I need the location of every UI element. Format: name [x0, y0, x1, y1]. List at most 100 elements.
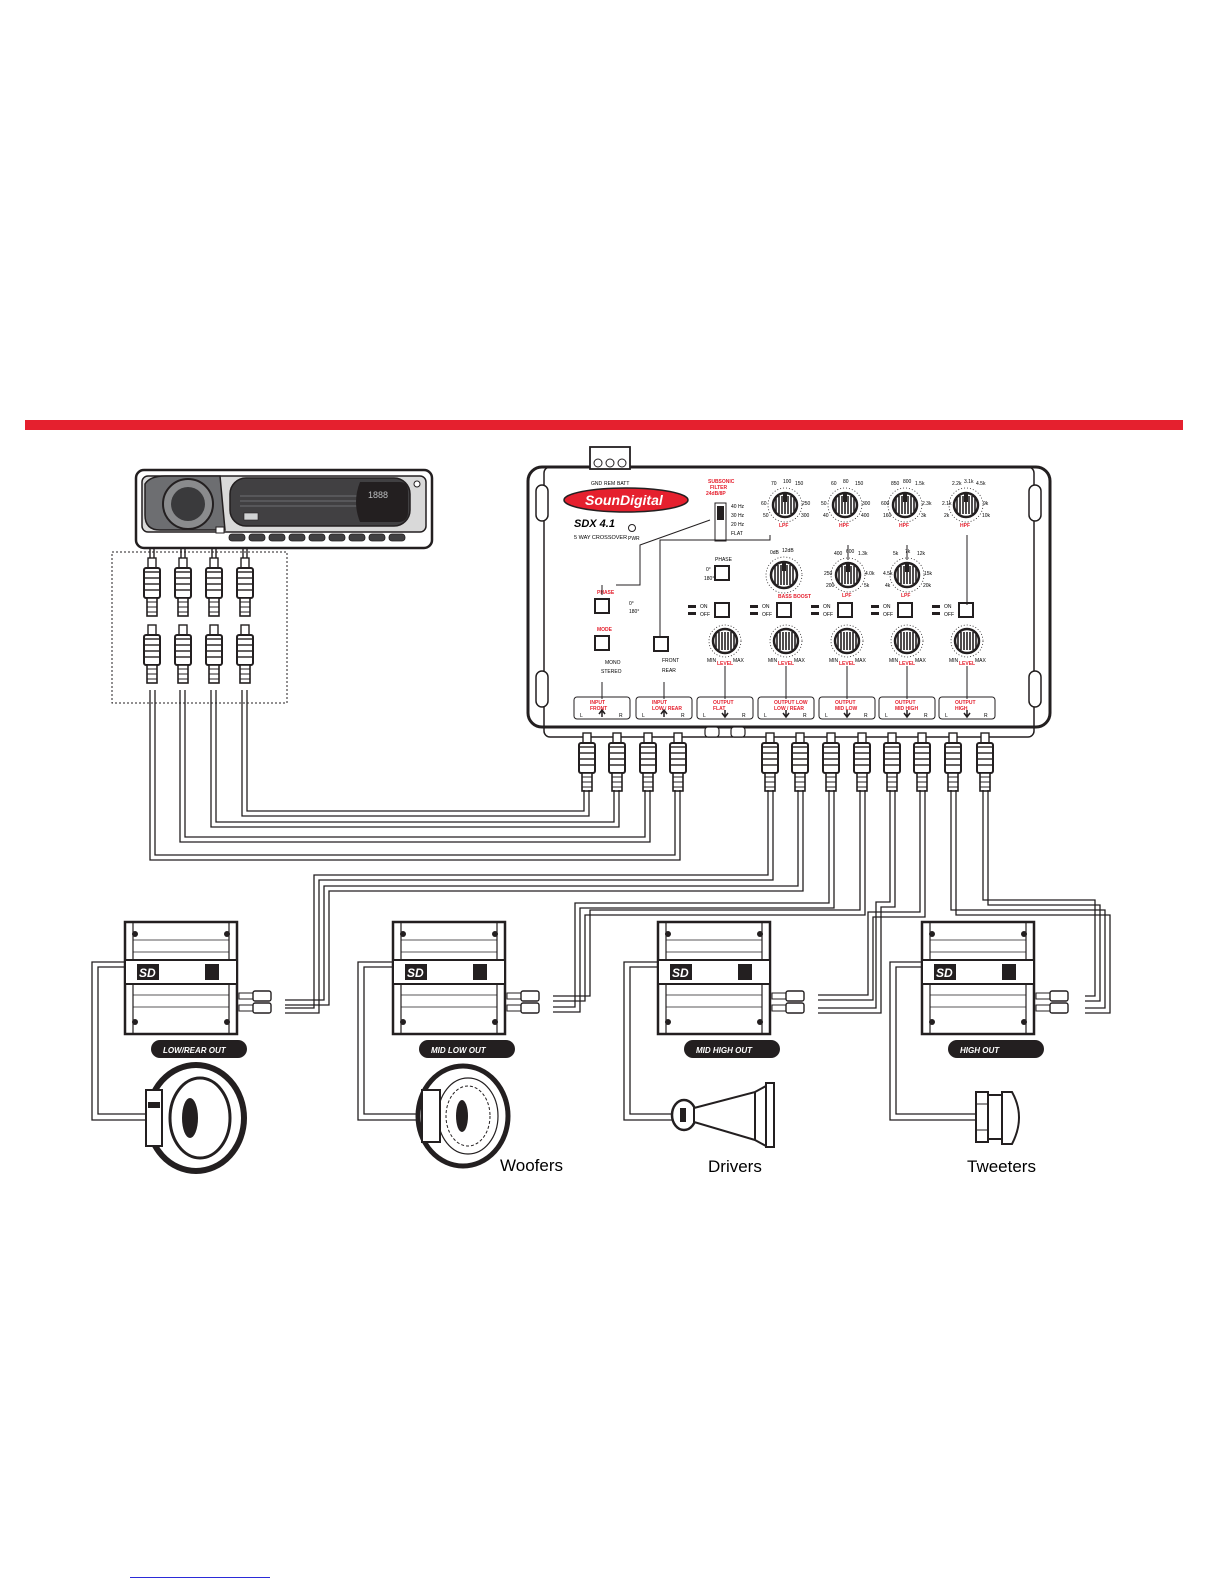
crossover-rca-8: [883, 732, 901, 792]
svg-text:HPF: HPF: [899, 523, 909, 529]
drivers-label: Drivers: [708, 1157, 762, 1176]
svg-text:40 Hz: 40 Hz: [731, 504, 745, 510]
svg-text:PHASE: PHASE: [597, 590, 615, 596]
svg-text:0°: 0°: [706, 567, 711, 573]
svg-text:FRONT: FRONT: [590, 706, 607, 712]
svg-text:L: L: [764, 713, 767, 719]
svg-text:OFF: OFF: [883, 612, 893, 618]
svg-text:2.2k: 2.2k: [952, 481, 962, 487]
head-unit: 1888: [134, 468, 434, 550]
svg-text:FLAT: FLAT: [731, 531, 743, 537]
svg-text:L: L: [580, 713, 583, 719]
svg-text:200: 200: [826, 583, 835, 589]
svg-text:50: 50: [763, 513, 769, 519]
svg-text:70: 70: [771, 481, 777, 487]
svg-text:OFF: OFF: [823, 612, 833, 618]
display-clock: 1888: [368, 490, 388, 500]
svg-text:L: L: [703, 713, 706, 719]
svg-text:MIN: MIN: [768, 658, 778, 664]
svg-text:24dB/8P: 24dB/8P: [706, 491, 726, 497]
svg-text:R: R: [864, 713, 868, 719]
head-unit-rca-top-3: [236, 557, 254, 617]
svg-text:60: 60: [761, 501, 767, 507]
soundigital-logo: SounDigital: [563, 487, 689, 513]
svg-text:4.0k: 4.0k: [865, 571, 875, 577]
amp-badge: SD: [407, 966, 424, 980]
svg-text:7k: 7k: [905, 549, 911, 555]
svg-text:OFF: OFF: [762, 612, 772, 618]
svg-text:INPUT: INPUT: [652, 700, 667, 706]
svg-text:BASS BOOST: BASS BOOST: [778, 594, 811, 600]
svg-text:400: 400: [834, 551, 843, 557]
svg-text:FILTER: FILTER: [710, 485, 728, 491]
svg-text:250: 250: [824, 571, 833, 577]
on-off-switch-1: ON OFF: [750, 602, 792, 618]
power-led: [628, 524, 636, 532]
crossover-rca-6: [822, 732, 840, 792]
svg-text:MID HIGH: MID HIGH: [895, 706, 918, 712]
display-badge: [243, 512, 259, 521]
svg-text:4.5k: 4.5k: [883, 571, 893, 577]
svg-text:LEVEL: LEVEL: [778, 661, 794, 667]
svg-text:MID LOW: MID LOW: [835, 706, 857, 712]
head-unit-rca-top-2: [205, 557, 223, 617]
crossover-rca-plugs: [578, 732, 994, 792]
head-unit-rca-bottom-1: [174, 624, 192, 684]
svg-text:300: 300: [862, 501, 871, 507]
svg-text:HPF: HPF: [960, 523, 970, 529]
svg-text:2k: 2k: [944, 513, 950, 519]
crossover-rca-11: [976, 732, 994, 792]
svg-text:MAX: MAX: [975, 658, 987, 664]
svg-text:12k: 12k: [917, 551, 926, 557]
svg-text:1.3k: 1.3k: [858, 551, 868, 557]
subsonic-selector: SUBSONIC FILTER 24dB/8P 40 Hz 30 Hz 20 H…: [706, 479, 745, 542]
svg-text:2.1k: 2.1k: [942, 501, 952, 507]
svg-text:MAX: MAX: [855, 658, 867, 664]
svg-text:LPF: LPF: [779, 523, 788, 529]
svg-text:MIN: MIN: [707, 658, 717, 664]
svg-text:0dB: 0dB: [770, 550, 780, 556]
svg-text:R: R: [619, 713, 623, 719]
svg-text:10k: 10k: [982, 513, 991, 519]
svg-text:100: 100: [783, 479, 792, 485]
woofers-label: Woofers: [500, 1156, 563, 1175]
svg-text:OUTPUT LOW: OUTPUT LOW: [774, 700, 808, 706]
head-unit-rca-plugs: [143, 548, 254, 684]
svg-text:2.3k: 2.3k: [922, 501, 932, 507]
svg-text:9k: 9k: [983, 501, 989, 507]
svg-text:L: L: [945, 713, 948, 719]
woofer-speaker: [415, 1063, 511, 1169]
svg-text:MODE: MODE: [597, 627, 613, 633]
svg-text:850: 850: [891, 481, 900, 487]
svg-text:MIN: MIN: [829, 658, 839, 664]
bottom-underline: [130, 1577, 270, 1578]
svg-text:15k: 15k: [924, 571, 933, 577]
svg-text:MIN: MIN: [889, 658, 899, 664]
amp-out-label: HIGH OUT: [960, 1046, 1000, 1055]
power-label: PWR: [628, 536, 640, 542]
crossover-rca-1: [608, 732, 626, 792]
svg-text:ON: ON: [762, 604, 770, 610]
amp-badge: SD: [672, 966, 689, 980]
remote-power-terminal: [589, 446, 631, 470]
svg-text:160: 160: [883, 513, 892, 519]
svg-text:OUTPUT: OUTPUT: [713, 700, 734, 706]
amp-out-label: MID HIGH OUT: [696, 1046, 753, 1055]
svg-text:LPF: LPF: [842, 593, 851, 599]
svg-text:150: 150: [855, 481, 864, 487]
svg-text:4k: 4k: [885, 583, 891, 589]
svg-text:250: 250: [802, 501, 811, 507]
svg-text:R: R: [742, 713, 746, 719]
